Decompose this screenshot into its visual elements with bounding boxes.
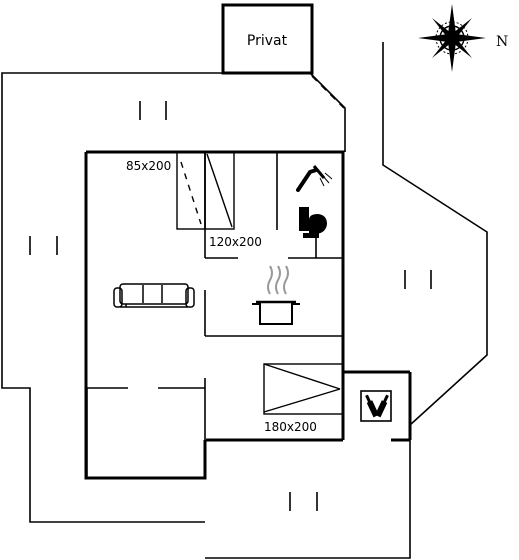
- bunk-bed: [204, 151, 235, 230]
- privat-area: Privat: [221, 3, 314, 75]
- bed-label-120x200: 120x200: [209, 235, 262, 249]
- opening-markers: [29, 101, 432, 511]
- single-bed: [176, 151, 206, 230]
- shower-icon: [296, 165, 333, 192]
- double-bed: [263, 363, 344, 415]
- terrace-outline: [1, 42, 488, 559]
- toilet-icon: [299, 207, 327, 238]
- house-walls: [84, 150, 412, 480]
- bed-label-180x200: 180x200: [264, 420, 317, 434]
- wine-bottles-icon: [360, 390, 392, 422]
- cooking-pot-icon: [252, 265, 300, 325]
- north-label: N: [496, 34, 508, 50]
- bed-label-85x200: 85x200: [126, 159, 171, 173]
- privat-label: Privat: [247, 33, 288, 49]
- compass-rose-icon: [418, 4, 486, 72]
- sofa-icon: [113, 283, 195, 308]
